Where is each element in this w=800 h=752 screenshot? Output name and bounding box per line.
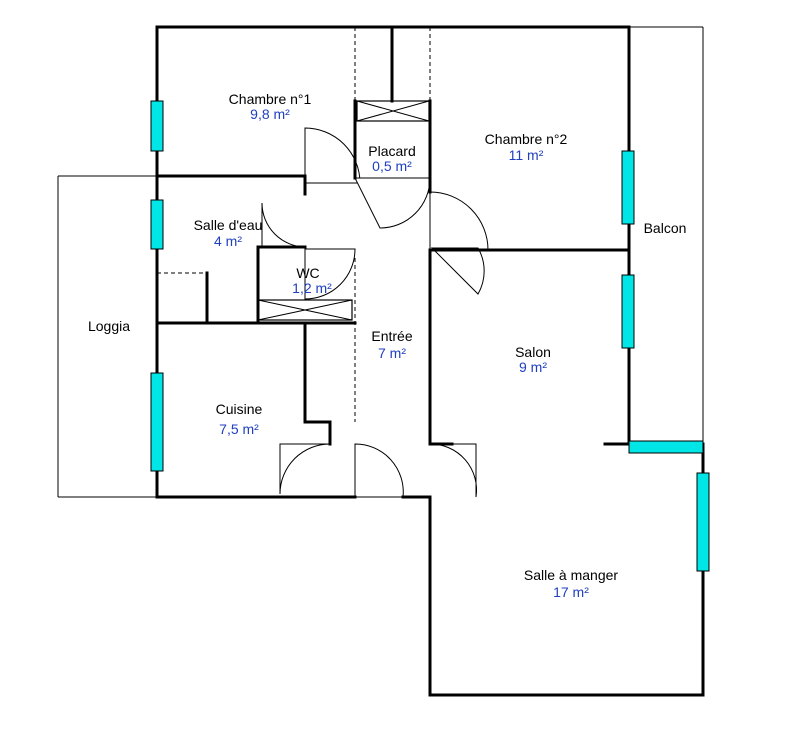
room-name: Salle d'eau — [194, 217, 263, 233]
room-name: Balcon — [644, 220, 687, 236]
room-name: Salon — [515, 344, 551, 360]
room-name: Entrée — [371, 328, 412, 344]
room-area: 4 m² — [214, 233, 242, 249]
room-area: 7 m² — [378, 345, 406, 361]
room-area: 9 m² — [519, 359, 547, 375]
wc-storage — [257, 299, 353, 321]
room-area: 1,2 m² — [292, 280, 332, 296]
balcon-outline — [629, 26, 704, 444]
windows — [150, 100, 710, 572]
window — [621, 150, 635, 225]
window — [696, 472, 710, 572]
room-name: Placard — [368, 143, 415, 159]
room-area: 11 m² — [509, 147, 544, 163]
room-name: Cuisine — [216, 401, 263, 417]
window — [150, 372, 164, 472]
dashed-lines — [157, 27, 431, 422]
room-name: Chambre n°2 — [485, 131, 568, 147]
door-wc — [304, 248, 356, 300]
window — [621, 274, 635, 349]
room-name: Salle à manger — [524, 567, 619, 583]
placard-storage — [356, 100, 430, 122]
room-wc: WC1,2 m² — [292, 265, 332, 296]
room-area: 17 m² — [553, 584, 589, 600]
room-area: 7,5 m² — [219, 421, 259, 437]
room-chambre2: Chambre n°211 m² — [485, 131, 568, 163]
room-loggia: Loggia — [88, 318, 130, 334]
room-cuisine: Cuisine 7,5 m² — [216, 401, 263, 437]
room-area: 0,5 m² — [372, 158, 412, 174]
room-name: Loggia — [88, 318, 130, 334]
door-salle-eau — [261, 202, 307, 248]
room-balcon: Balcon — [644, 220, 687, 236]
loggia-outline — [57, 175, 157, 498]
door-chambre1 — [304, 127, 361, 184]
window — [150, 100, 164, 152]
door-salle-a-manger — [429, 443, 478, 498]
door-placard — [354, 177, 431, 229]
door-entrance — [354, 443, 404, 498]
window — [150, 199, 164, 250]
door-salon — [430, 247, 485, 295]
walls — [155, 25, 705, 697]
door-cuisine — [279, 443, 331, 495]
room-name: WC — [296, 265, 319, 281]
door-chambre2 — [429, 191, 489, 251]
room-area: 9,8 m² — [250, 106, 290, 122]
room-chambre1: Chambre n°19,8 m² — [229, 91, 312, 122]
room-name: Chambre n°1 — [229, 91, 312, 107]
window — [628, 440, 704, 454]
